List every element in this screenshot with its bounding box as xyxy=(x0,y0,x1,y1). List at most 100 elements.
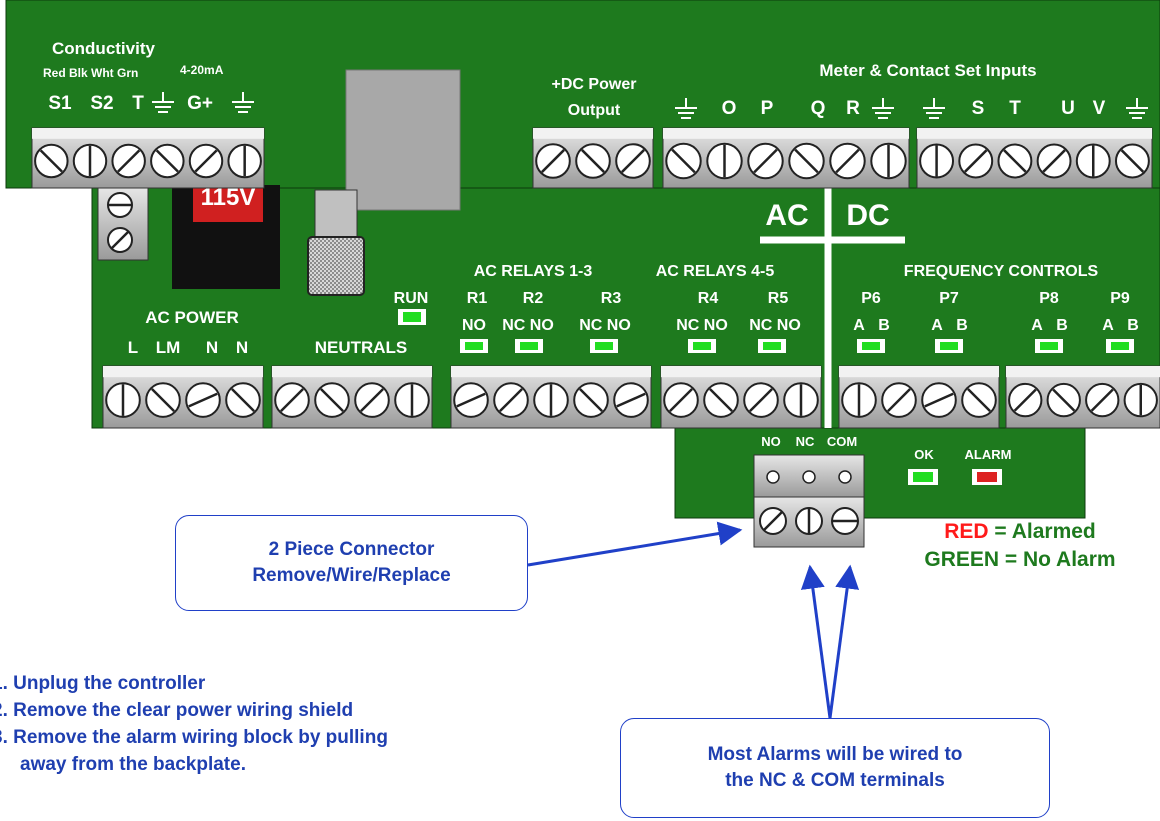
relay-led-2-light xyxy=(520,342,538,350)
ok-led-light xyxy=(913,472,933,482)
side-terminal-block xyxy=(97,187,149,261)
freq-channel-p8: P8 xyxy=(1039,290,1059,307)
freq-led-p7-light xyxy=(940,342,958,350)
terminal-label-s: S xyxy=(972,98,985,119)
run-led-light xyxy=(403,312,421,322)
com-arrow xyxy=(828,564,860,719)
conductivity-wires: Red Blk Wht Grn xyxy=(43,66,138,80)
ground-icon xyxy=(232,92,254,113)
relay-led-1-light xyxy=(465,342,483,350)
terminal-label-r: R xyxy=(846,98,860,119)
freq-pin-b-p6: B xyxy=(878,317,890,334)
terminal-label-p: P xyxy=(761,98,774,119)
frequency-terminal-block-1 xyxy=(838,365,1000,429)
step-3: 3. Remove the alarm wiring block by pull… xyxy=(0,727,388,748)
freq-pin-a-p7: A xyxy=(931,317,943,334)
conductivity-range: 4-20mA xyxy=(180,63,224,77)
relay-led-5-light xyxy=(763,342,781,350)
freq-pin-b-p7: B xyxy=(956,317,968,334)
ac-power-terminal-block xyxy=(102,365,264,429)
relay-contacts-4: NC NO xyxy=(676,317,728,334)
alarm-led-light xyxy=(977,472,997,482)
ac-relays-1-3-title: AC RELAYS 1-3 xyxy=(474,263,593,280)
alarms-callout-line1: Most Alarms will be wired to xyxy=(707,744,963,765)
freq-pin-a-p6: A xyxy=(853,317,865,334)
step-1: 1. Unplug the controller xyxy=(0,673,206,694)
dc-power-line2: Output xyxy=(568,102,621,119)
meter-inputs-title: Meter & Contact Set Inputs xyxy=(819,61,1036,80)
ok-label: OK xyxy=(914,447,934,462)
relay-contacts-2: NC NO xyxy=(502,317,554,334)
ac-power-title: AC POWER xyxy=(145,308,239,327)
ground-icon xyxy=(675,98,697,119)
ribbon-cable xyxy=(345,69,461,211)
terminal-label-t: T xyxy=(132,93,144,114)
meter-terminal-block-1 xyxy=(662,127,910,189)
relay-label-r2: R2 xyxy=(523,290,544,307)
step-2: 2. Remove the clear power wiring shield xyxy=(0,700,354,721)
frequency-terminal-block-2 xyxy=(1005,365,1160,429)
alarm-terminal-nc: NC xyxy=(796,434,815,449)
step-3-cont: away from the backplate. xyxy=(20,754,246,775)
alarm-label: ALARM xyxy=(965,447,1012,462)
fuse xyxy=(307,189,365,296)
meter-terminal-block-2 xyxy=(916,127,1153,189)
relay-contacts-5: NC NO xyxy=(749,317,801,334)
terminal-label-u: U xyxy=(1061,98,1075,119)
alarm-board xyxy=(674,427,1086,519)
alarm-terminal-com: COM xyxy=(827,434,857,449)
relays-1-3-terminal-block xyxy=(450,365,652,429)
relay-label-r1: R1 xyxy=(467,290,488,307)
dc-label: DC xyxy=(846,199,889,232)
neutrals-terminal-block xyxy=(271,365,433,429)
legend-green: GREEN xyxy=(924,548,1000,571)
conductivity-terminal-block xyxy=(31,127,265,189)
dc-power-terminal-block xyxy=(532,127,654,189)
legend-green-text: = No Alarm xyxy=(999,548,1116,571)
freq-led-p6-light xyxy=(862,342,880,350)
run-label: RUN xyxy=(394,290,429,307)
terminal-label-v: V xyxy=(1093,98,1106,119)
terminal-label-s2: S2 xyxy=(90,93,113,114)
nc-arrow xyxy=(800,564,832,719)
neutrals-label: NEUTRALS xyxy=(315,338,408,357)
ac-power-terminal-n2: N xyxy=(236,338,248,357)
freq-channel-p9: P9 xyxy=(1110,290,1130,307)
freq-channel-p7: P7 xyxy=(939,290,959,307)
freq-led-p8-light xyxy=(1040,342,1058,350)
legend-red: RED xyxy=(944,520,989,543)
freq-pin-a-p9: A xyxy=(1102,317,1114,334)
instruction-steps: 1. Unplug the controller 2. Remove the c… xyxy=(0,670,560,778)
terminal-label-o: O xyxy=(722,98,737,119)
ground-icon xyxy=(152,92,174,113)
relay-label-r4: R4 xyxy=(698,290,719,307)
relay-label-r5: R5 xyxy=(768,290,789,307)
ground-icon xyxy=(923,98,945,119)
relay-contacts-3: NC NO xyxy=(579,317,631,334)
ground-icon xyxy=(872,98,894,119)
legend-green-line: GREEN = No Alarm xyxy=(880,546,1160,574)
terminal-label-g-plus: G+ xyxy=(187,93,213,114)
led-legend: RED = Alarmed GREEN = No Alarm xyxy=(880,518,1160,574)
terminal-label-t2: T xyxy=(1009,98,1021,119)
freq-pin-b-p8: B xyxy=(1056,317,1068,334)
alarms-callout: Most Alarms will be wired to the NC & CO… xyxy=(620,718,1050,818)
connector-arrow xyxy=(527,521,743,567)
connector-callout-line2: Remove/Wire/Replace xyxy=(252,565,451,586)
connector-callout-line1: 2 Piece Connector xyxy=(268,539,435,560)
ac-power-terminal-lm: LM xyxy=(156,338,181,357)
frequency-controls-title: FREQUENCY CONTROLS xyxy=(904,263,1099,280)
freq-led-p9-light xyxy=(1111,342,1129,350)
alarm-connector xyxy=(753,454,865,548)
alarms-callout-line2: the NC & COM terminals xyxy=(725,770,945,791)
dc-power-line1: +DC Power xyxy=(552,76,637,93)
conductivity-title: Conductivity xyxy=(52,39,155,58)
connector-callout: 2 Piece Connector Remove/Wire/Replace xyxy=(175,515,528,611)
freq-pin-a-p8: A xyxy=(1031,317,1043,334)
terminal-label-q: Q xyxy=(811,98,826,119)
ground-icon xyxy=(1126,98,1148,119)
ac-power-terminal-n1: N xyxy=(206,338,218,357)
freq-channel-p6: P6 xyxy=(861,290,881,307)
legend-red-line: RED = Alarmed xyxy=(880,518,1160,546)
